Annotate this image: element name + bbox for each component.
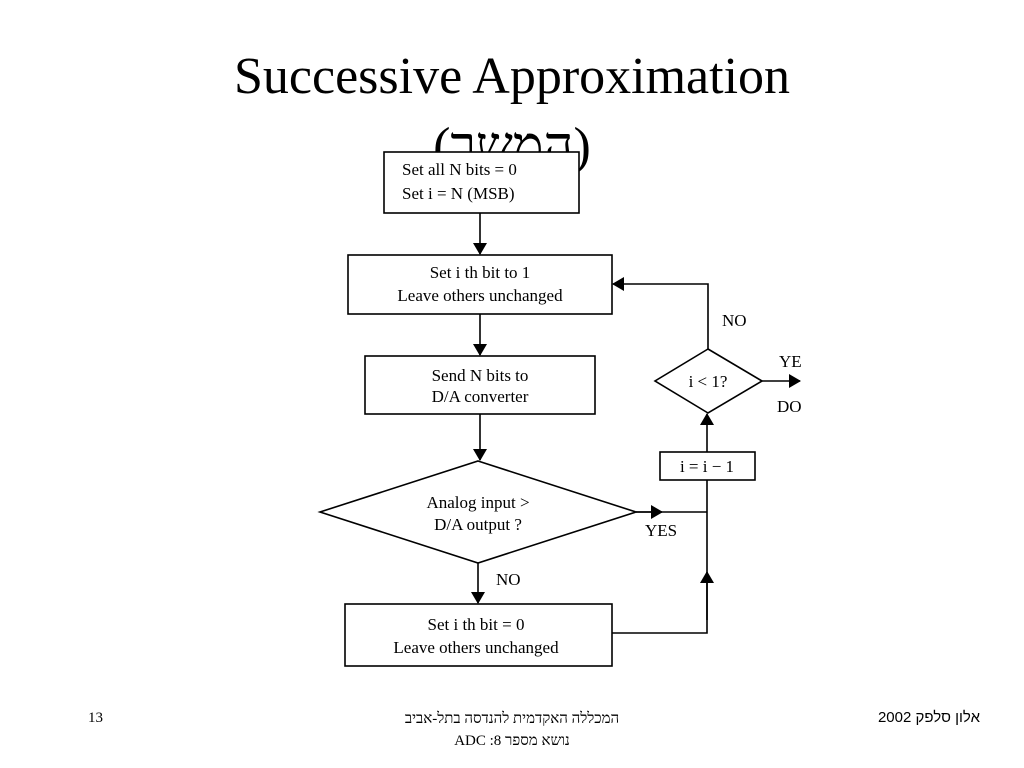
set-bit-line-1: Set i th bit to 1 xyxy=(430,263,531,282)
init-box xyxy=(383,151,580,214)
set-bit-line-2: Leave others unchanged xyxy=(397,286,563,305)
line-check-no-loop xyxy=(612,277,709,349)
footer-author: אלון סלפק 2002 xyxy=(877,709,980,726)
clear-bit-box xyxy=(344,603,613,667)
send-box xyxy=(364,355,596,415)
clear-bit-line-1: Set i th bit = 0 xyxy=(428,615,525,634)
label-compare-yes: YES xyxy=(645,521,677,540)
send-line-2: D/A converter xyxy=(432,387,529,406)
slide-number: 13 xyxy=(88,710,103,726)
init-line-2: Set i = N (MSB) xyxy=(402,184,515,203)
label-compare-no: NO xyxy=(496,570,521,589)
send-line-1: Send N bits to xyxy=(432,366,529,385)
compare-line-1: Analog input > xyxy=(426,493,529,512)
label-check-no: NO xyxy=(722,311,747,330)
line-clear-to-merge xyxy=(612,480,708,634)
decrement-label: i = i − 1 xyxy=(680,457,734,476)
clear-bit-line-2: Leave others unchanged xyxy=(393,638,559,657)
label-check-yes: YE xyxy=(779,352,802,371)
footer-college: המכללה האקדמית להנדסה בתל-אביב xyxy=(404,711,620,727)
compare-line-2: D/A output ? xyxy=(434,515,522,534)
footer-topic: נושא מספר 8: ADC xyxy=(454,733,570,749)
flowchart: Set all N bits = 0 Set i = N (MSB) Set i… xyxy=(317,151,802,667)
compare-diamond xyxy=(317,460,639,564)
init-line-1: Set all N bits = 0 xyxy=(402,160,517,179)
check-label: i < 1? xyxy=(689,372,728,391)
label-done: DO xyxy=(777,397,802,416)
decrement-box xyxy=(659,451,756,481)
footer-center: המכללה האקדמית להנדסה בתל-אביב נושא מספר… xyxy=(0,708,1024,752)
slide-title: Successive Approximation xyxy=(233,48,791,105)
